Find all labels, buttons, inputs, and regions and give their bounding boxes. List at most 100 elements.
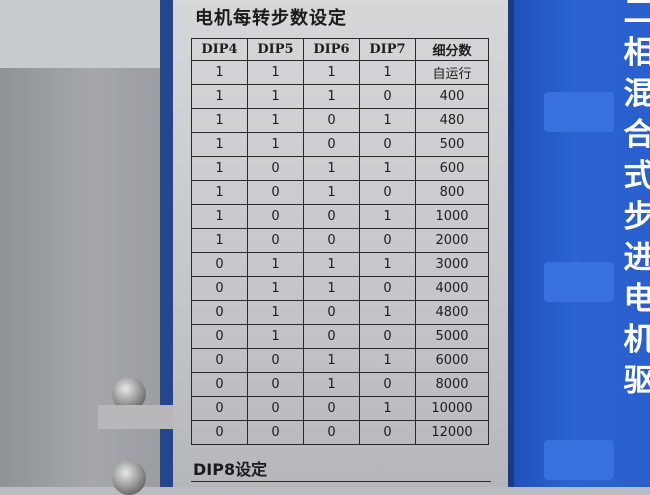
housing-notch xyxy=(544,92,614,132)
dip-value-cell: 0 xyxy=(247,396,304,421)
dip-value-cell: 1 xyxy=(303,252,360,277)
screw-lower xyxy=(112,461,146,495)
dip-value-cell: 1 xyxy=(191,108,248,133)
dip-value-cell: 0 xyxy=(303,228,360,253)
dip-value-cell: 0 xyxy=(303,132,360,157)
dip-value-cell: 0 xyxy=(247,420,304,445)
table-header-row: DIP4 DIP5 DIP6 DIP7 细分数 xyxy=(191,38,489,61)
background-wall xyxy=(0,0,170,70)
subdivision-cell: 5000 xyxy=(415,324,489,349)
dip-value-cell: 1 xyxy=(359,204,416,229)
subdivision-cell: 8000 xyxy=(415,372,489,397)
dip-value-cell: 1 xyxy=(191,156,248,181)
dip-value-cell: 1 xyxy=(359,300,416,325)
dip-value-cell: 1 xyxy=(359,396,416,421)
dip-value-cell: 0 xyxy=(191,420,248,445)
housing-notch xyxy=(544,440,614,480)
dip-value-cell: 1 xyxy=(303,180,360,205)
dip-value-cell: 0 xyxy=(247,372,304,397)
dip-value-cell: 0 xyxy=(359,228,416,253)
dip-value-cell: 0 xyxy=(303,420,360,445)
dip-value-cell: 1 xyxy=(247,300,304,325)
housing-rail xyxy=(508,0,514,487)
dip-value-cell: 1 xyxy=(247,252,304,277)
dip-value-cell: 1 xyxy=(303,156,360,181)
dip-value-cell: 1 xyxy=(247,60,304,85)
dip-value-cell: 1 xyxy=(191,180,248,205)
dip-value-cell: 0 xyxy=(247,348,304,373)
dip-value-cell: 1 xyxy=(359,348,416,373)
subdivision-cell: 600 xyxy=(415,156,489,181)
dip-value-cell: 1 xyxy=(303,348,360,373)
dip-value-cell: 1 xyxy=(359,252,416,277)
dip-value-cell: 0 xyxy=(359,84,416,109)
dip-value-cell: 1 xyxy=(247,324,304,349)
subdivision-cell: 480 xyxy=(415,108,489,133)
dip-value-cell: 1 xyxy=(247,276,304,301)
dip-value-cell: 0 xyxy=(191,276,248,301)
dip-value-cell: 0 xyxy=(359,324,416,349)
subdivision-cell: 400 xyxy=(415,84,489,109)
subdivision-cell: 自运行 xyxy=(415,60,489,85)
dip-value-cell: 0 xyxy=(303,396,360,421)
subdivision-cell: 4000 xyxy=(415,276,489,301)
dip8-table-top-border xyxy=(191,481,491,488)
dip-value-cell: 0 xyxy=(191,372,248,397)
dip-value-cell: 1 xyxy=(191,84,248,109)
driver-model-text: 二相混合式步进电机驱 xyxy=(623,0,650,399)
dip8-section-title: DIP8设定 xyxy=(193,460,268,479)
header-dip5: DIP5 xyxy=(247,38,304,61)
subdivision-cell: 12000 xyxy=(415,420,489,445)
subdivision-cell: 800 xyxy=(415,180,489,205)
dip-value-cell: 0 xyxy=(247,180,304,205)
dip-value-cell: 1 xyxy=(303,276,360,301)
header-dip4: DIP4 xyxy=(191,38,248,61)
plate-title: 电机每转步数设定 xyxy=(195,8,347,29)
housing-notch xyxy=(544,262,614,302)
dip-value-cell: 0 xyxy=(191,252,248,277)
dip-value-cell: 0 xyxy=(359,132,416,157)
dip-value-cell: 1 xyxy=(191,204,248,229)
dip-value-cell: 0 xyxy=(191,300,248,325)
subdivision-cell: 10000 xyxy=(415,396,489,421)
dip-value-cell: 1 xyxy=(303,372,360,397)
dip-value-cell: 1 xyxy=(247,132,304,157)
header-dip6: DIP6 xyxy=(303,38,360,61)
chassis-blue-edge xyxy=(160,0,174,487)
subdivision-cell: 1000 xyxy=(415,204,489,229)
dip-value-cell: 1 xyxy=(359,108,416,133)
header-subdivision: 细分数 xyxy=(415,38,489,61)
subdivision-cell: 500 xyxy=(415,132,489,157)
dip-value-cell: 1 xyxy=(303,84,360,109)
dip-value-cell: 1 xyxy=(359,156,416,181)
dip-value-cell: 0 xyxy=(303,324,360,349)
dip-value-cell: 0 xyxy=(359,420,416,445)
dip-value-cell: 1 xyxy=(191,228,248,253)
dip-value-cell: 1 xyxy=(247,108,304,133)
dip-value-cell: 1 xyxy=(191,60,248,85)
dip-value-cell: 0 xyxy=(359,276,416,301)
header-dip7: DIP7 xyxy=(359,38,416,61)
dip-value-cell: 1 xyxy=(191,132,248,157)
dip-value-cell: 0 xyxy=(191,396,248,421)
subdivision-cell: 3000 xyxy=(415,252,489,277)
dip-value-cell: 1 xyxy=(303,60,360,85)
dip-value-cell: 1 xyxy=(247,84,304,109)
subdivision-cell: 6000 xyxy=(415,348,489,373)
dip-value-cell: 0 xyxy=(303,300,360,325)
dip-value-cell: 0 xyxy=(191,348,248,373)
subdivision-cell: 4800 xyxy=(415,300,489,325)
